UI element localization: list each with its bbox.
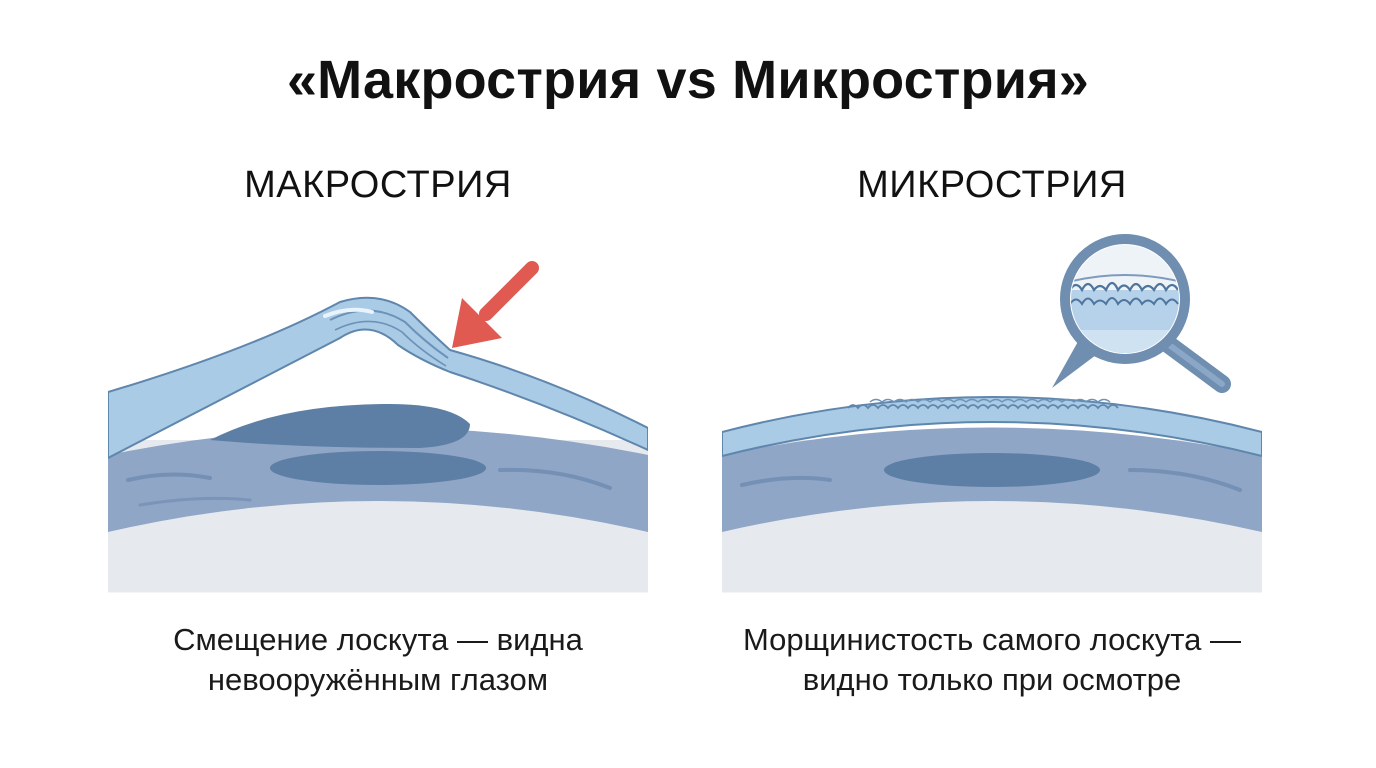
caption-line: Смещение лоскута — видна xyxy=(173,622,583,657)
micro-wrinkles xyxy=(869,398,1111,403)
flap-highlight xyxy=(323,307,374,318)
stroma-fiber xyxy=(498,467,612,490)
stroma-fiber xyxy=(138,496,252,507)
flap-fold-line xyxy=(329,309,449,359)
macrostria-title: МАКРОСТРИЯ xyxy=(244,164,512,206)
macrostria-diagram xyxy=(108,296,648,592)
microstria-title: МИКРОСТРИЯ xyxy=(857,164,1127,206)
stroma-fiber xyxy=(1128,468,1242,492)
corneal-flap xyxy=(722,396,1262,458)
microstria-diagram xyxy=(722,396,1262,592)
pupil xyxy=(884,453,1100,487)
stroma-fiber xyxy=(126,472,212,482)
exposed-bed xyxy=(210,404,470,448)
pupil xyxy=(270,451,486,485)
micro-wrinkles xyxy=(847,404,1119,410)
stroma-fiber xyxy=(740,475,832,487)
flap-fold-line xyxy=(334,320,447,367)
red-arrow-icon xyxy=(452,261,539,348)
magnifier-icon xyxy=(1052,234,1231,393)
caption-line: невооружённым глазом xyxy=(207,662,549,697)
displaced-flap xyxy=(108,296,648,460)
caption-line: Морщинистость самого лоскута — xyxy=(742,622,1242,657)
macrostria-caption: Смещение лоскута — видна невооружённым г… xyxy=(78,620,678,700)
page-title: «Макрострия vs Микрострия» xyxy=(286,50,1090,110)
caption-line: видно только при осмотре xyxy=(802,662,1182,697)
microstria-caption: Морщинистость самого лоскута — видно тол… xyxy=(692,620,1292,700)
